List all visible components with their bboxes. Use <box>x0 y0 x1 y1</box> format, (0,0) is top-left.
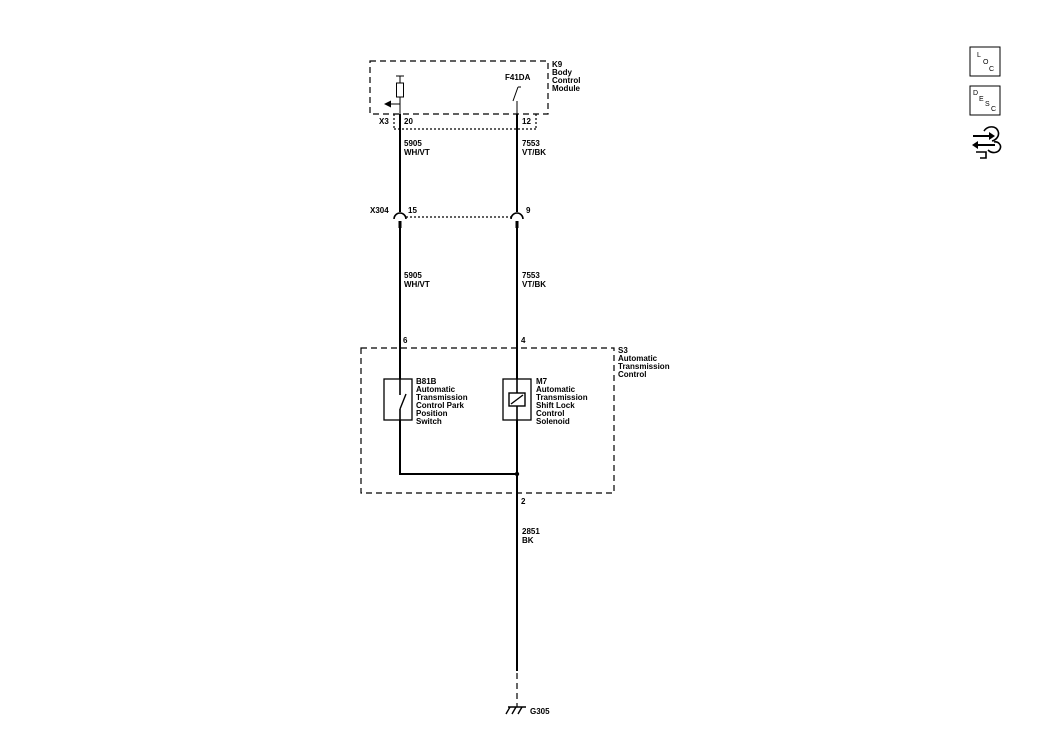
wire-7553-upper-circuit: 7553 <box>522 139 540 148</box>
m7-name-line-3: Shift Lock <box>536 401 575 410</box>
k9-signal-arrow-icon <box>384 100 391 108</box>
connector-x3-id: X3 <box>379 117 389 126</box>
connector-x304-id: X304 <box>370 206 389 215</box>
connector-x304-left-terminal <box>393 212 407 220</box>
b81b-name-line-4: Position <box>416 409 448 418</box>
wire-5905-lower-color: WH/VT <box>404 280 430 289</box>
ground-g305[interactable]: G305 <box>505 673 550 716</box>
k9-body-control-module[interactable]: K9 Body Control Module F41DA <box>369 60 581 115</box>
b81b-name-line-3: Control Park <box>416 401 465 410</box>
b81b-name-line-1: Automatic <box>416 385 456 394</box>
connector-x304-pin-right: 9 <box>526 206 531 215</box>
desc-letter-1: D <box>973 90 978 97</box>
m7-name-line-1: Automatic <box>536 385 576 394</box>
b81b-name-line-5: Switch <box>416 417 442 426</box>
connector-x304[interactable]: X304 15 9 <box>370 206 531 228</box>
m7-name-line-2: Transmission <box>536 393 588 402</box>
s3-pin-bottom: 2 <box>521 497 526 506</box>
s3-pin-left: 6 <box>403 336 408 345</box>
wire-7553-lower-circuit: 7553 <box>522 271 540 280</box>
chassis-ground-icon <box>505 706 526 715</box>
b81b-switch-contact-icon <box>399 393 407 410</box>
s3-module-name-line-2: Transmission <box>618 362 670 371</box>
schematic-navigation-icon[interactable] <box>972 126 1002 159</box>
k9-fuse-label: F41DA <box>505 73 531 82</box>
s3-automatic-transmission-control[interactable]: S3 Automatic Transmission Control 6 4 2 <box>360 336 670 506</box>
loc-letter-3: C <box>989 66 994 73</box>
k9-module-boundary <box>369 60 549 115</box>
wire-2851-circuit: 2851 <box>522 527 540 536</box>
b81b-park-position-switch[interactable]: B81B Automatic Transmission Control Park… <box>383 377 468 426</box>
b81b-switch-box <box>383 378 413 421</box>
splice-point <box>514 471 520 477</box>
k9-module-id: K9 <box>552 60 563 69</box>
s3-module-name-line-3: Control <box>618 370 646 379</box>
m7-name-line-5: Solenoid <box>536 417 570 426</box>
connector-x3[interactable]: X3 20 12 <box>379 114 537 130</box>
s3-module-boundary <box>360 347 615 494</box>
b81b-name-line-2: Transmission <box>416 393 468 402</box>
location-icon[interactable]: L O C <box>969 46 1001 77</box>
ground-id: G305 <box>530 707 550 716</box>
wire-7553-upper-color: VT/BK <box>522 148 546 157</box>
wire-5905-upper-color: WH/VT <box>404 148 430 157</box>
b81b-id: B81B <box>416 377 437 386</box>
connector-x304-pin-left: 15 <box>408 206 417 215</box>
k9-module-name-line-3: Module <box>552 84 581 93</box>
s3-pin-right: 4 <box>521 336 526 345</box>
k9-pullup-resistor <box>384 75 404 114</box>
description-icon[interactable]: D E S C <box>969 85 1001 116</box>
k9-module-name-line-2: Control <box>552 76 580 85</box>
desc-letter-4: C <box>991 106 996 113</box>
k9-module-name-line-1: Body <box>552 68 573 77</box>
k9-fuse-f41da: F41DA <box>505 73 531 114</box>
desc-letter-2: E <box>979 96 984 103</box>
m7-coil-icon <box>508 392 526 407</box>
s3-module-id: S3 <box>618 346 628 355</box>
m7-id: M7 <box>536 377 548 386</box>
desc-letter-3: S <box>985 101 990 108</box>
connector-x304-right-terminal <box>510 212 524 220</box>
m7-name-line-4: Control <box>536 409 564 418</box>
wire-5905-upper-circuit: 5905 <box>404 139 422 148</box>
m7-shift-lock-solenoid[interactable]: M7 Automatic Transmission Shift Lock Con… <box>502 377 588 426</box>
wire-5905-lower-circuit: 5905 <box>404 271 422 280</box>
s3-module-name-line-1: Automatic <box>618 354 658 363</box>
wire-7553-lower-color: VT/BK <box>522 280 546 289</box>
wire-2851-color: BK <box>522 536 534 545</box>
loc-letter-2: O <box>983 59 989 66</box>
connector-x3-pin-left: 20 <box>404 117 413 126</box>
connector-x3-pin-right: 12 <box>522 117 531 126</box>
loc-letter-1: L <box>977 52 981 59</box>
